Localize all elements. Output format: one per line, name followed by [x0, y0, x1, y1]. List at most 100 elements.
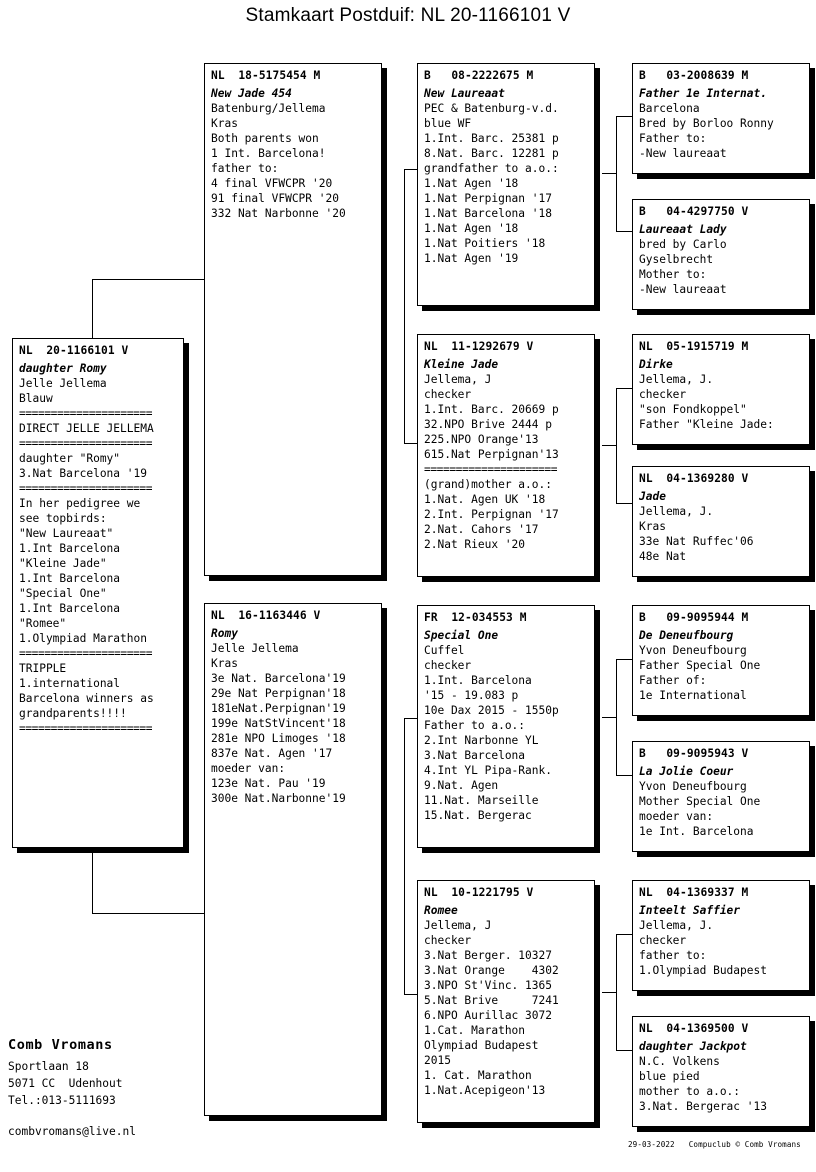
- pedigree-box-greatgrandparent-2[interactable]: B 04-4297750 V Laureaat Lady bred by Car…: [632, 199, 810, 310]
- detail-line: grandfather to a.o.:: [424, 162, 559, 175]
- detail-line: Barcelona winners as: [19, 692, 154, 705]
- connector-g3c-in: [602, 717, 616, 719]
- detail-line: 1.Int Barcelona: [19, 542, 121, 555]
- ring-number: NL 16-1163446 V: [211, 609, 321, 622]
- detail-line: Jellema, J.: [639, 919, 714, 932]
- detail-line: Mother Special One: [639, 795, 761, 808]
- connector-g3b-to-g4c: [616, 388, 632, 390]
- ring-number: NL 11-1292679 V: [424, 340, 534, 353]
- detail-line: checker: [639, 934, 687, 947]
- pedigree-box-greatgrandparent-5[interactable]: B 09-9095944 M De Deneufbourg Yvon Deneu…: [632, 605, 810, 716]
- bird-name: De Deneufbourg: [639, 629, 734, 642]
- detail-line: 1.Nat Agen '18: [424, 222, 519, 235]
- ring-number: B 03-2008639 M: [639, 69, 749, 82]
- bird-name: Romee: [424, 904, 458, 917]
- detail-line: 3.Nat Barcelona: [424, 749, 526, 762]
- detail-line: Father "Kleine Jade:: [639, 418, 774, 431]
- ring-number: FR 12-034553 M: [424, 611, 527, 624]
- detail-line: grandparents!!!!: [19, 707, 127, 720]
- connector-g3b-stem: [616, 388, 618, 503]
- detail-line: Kras: [211, 117, 238, 130]
- detail-line: 11.Nat. Marseille: [424, 794, 539, 807]
- detail-line: moeder van:: [639, 810, 714, 823]
- connector-g2b-to-g3c: [404, 718, 418, 720]
- detail-line: 2.Int Narbonne YL: [424, 734, 539, 747]
- detail-line: 1.Int. Barc. 25381 p: [424, 132, 559, 145]
- ring-number: NL 04-1369500 V: [639, 1022, 749, 1035]
- detail-line: 225.NPO Orange'13: [424, 433, 539, 446]
- connector-g3a-to-g4a: [616, 116, 632, 118]
- pedigree-box-greatgrandparent-3[interactable]: NL 05-1915719 M Dirke Jellema, J.checker…: [632, 334, 810, 445]
- detail-line: '15 - 19.083 p: [424, 689, 519, 702]
- detail-line: (grand)mother a.o.:: [424, 478, 552, 491]
- detail-line: checker: [424, 934, 472, 947]
- detail-line: 2.Int. Perpignan '17: [424, 508, 559, 521]
- ring-number: B 08-2222675 M: [424, 69, 534, 82]
- detail-line: 1 Int. Barcelona!: [211, 147, 326, 160]
- detail-line: 3.Nat. Bergerac '13: [639, 1100, 767, 1113]
- pedigree-box-greatgrandparent-6[interactable]: B 09-9095943 V La Jolie Coeur Yvon Deneu…: [632, 741, 810, 852]
- detail-line: PEC & Batenburg-v.d.: [424, 102, 559, 115]
- detail-line: 1e Int. Barcelona: [639, 825, 754, 838]
- detail-line: Jellema, J: [424, 919, 492, 932]
- detail-line: 1.international: [19, 677, 121, 690]
- detail-line: 48e Nat: [639, 550, 687, 563]
- pedigree-box-father[interactable]: NL 18-5175454 M New Jade 454 Batenburg/J…: [204, 63, 382, 576]
- detail-line: 199e NatStVincent'18: [211, 717, 346, 730]
- bird-name: daughter Jackpot: [639, 1040, 747, 1053]
- connector-g3c-stem: [616, 659, 618, 775]
- pedigree-box-greatgrandparent-1[interactable]: B 03-2008639 M Father 1e Internat. Barce…: [632, 63, 810, 174]
- detail-line: 1.Nat Barcelona '18: [424, 207, 552, 220]
- detail-line: 1.Nat Perpignan '17: [424, 192, 552, 205]
- loft-phone: Tel.:013-5111693: [8, 1094, 116, 1107]
- loft-email[interactable]: combvromans@live.nl: [8, 1125, 136, 1138]
- bird-name: New Laureaat: [424, 87, 505, 100]
- detail-line: daughter "Romy": [19, 452, 121, 465]
- pedigree-box-greatgrandparent-7[interactable]: NL 04-1369337 M Inteelt Saffier Jellema,…: [632, 880, 810, 991]
- detail-line: 15.Nat. Bergerac: [424, 809, 532, 822]
- detail-lines: Jellema, J.checker"son Fondkoppel"Father…: [639, 372, 804, 432]
- connector-g3a-stem: [616, 116, 618, 231]
- pedigree-box-subject[interactable]: NL 20-1166101 V daughter Romy Jelle Jell…: [12, 338, 184, 848]
- detail-line: 1.Nat Agen '18: [424, 177, 519, 190]
- detail-line: Bred by Borloo Ronny: [639, 117, 774, 130]
- bird-name: La Jolie Coeur: [639, 765, 734, 778]
- detail-line: -New laureaat: [639, 283, 727, 296]
- detail-line: 1.Nat. Agen UK '18: [424, 493, 546, 506]
- connector-g3c-to-g4f: [616, 775, 632, 777]
- pedigree-box-grandparent-1[interactable]: B 08-2222675 M New Laureaat PEC & Batenb…: [417, 63, 595, 306]
- detail-line: N.C. Volkens: [639, 1055, 720, 1068]
- detail-line: 3.Nat Barcelona '19: [19, 467, 147, 480]
- detail-line: mother to a.o.:: [639, 1085, 741, 1098]
- detail-line: Father to:: [639, 132, 707, 145]
- ring-number: NL 05-1915719 M: [639, 340, 749, 353]
- detail-line: 32.NPO Brive 2444 p: [424, 418, 552, 431]
- detail-line: Jelle Jellema: [19, 377, 107, 390]
- detail-line: 29e Nat Perpignan'18: [211, 687, 346, 700]
- detail-line: 4.Int YL Pipa-Rank.: [424, 764, 552, 777]
- detail-line: "Romee": [19, 617, 67, 630]
- detail-line: Jelle Jellema: [211, 642, 299, 655]
- detail-line: checker: [639, 388, 687, 401]
- detail-line: 10e Dax 2015 - 1550p: [424, 704, 559, 717]
- connector-g2a-to-g3a: [404, 169, 418, 171]
- ring-number: NL 04-1369337 M: [639, 886, 749, 899]
- detail-line: Kras: [211, 657, 238, 670]
- detail-line: Jellema, J: [424, 373, 492, 386]
- bird-name: Romy: [211, 627, 238, 640]
- detail-line: Yvon Deneufbourg: [639, 644, 747, 657]
- detail-line: checker: [424, 659, 472, 672]
- detail-line: 332 Nat Narbonne '20: [211, 207, 346, 220]
- pedigree-box-greatgrandparent-8[interactable]: NL 04-1369500 V daughter Jackpot N.C. Vo…: [632, 1016, 810, 1127]
- connector-g2a-stem: [404, 169, 406, 444]
